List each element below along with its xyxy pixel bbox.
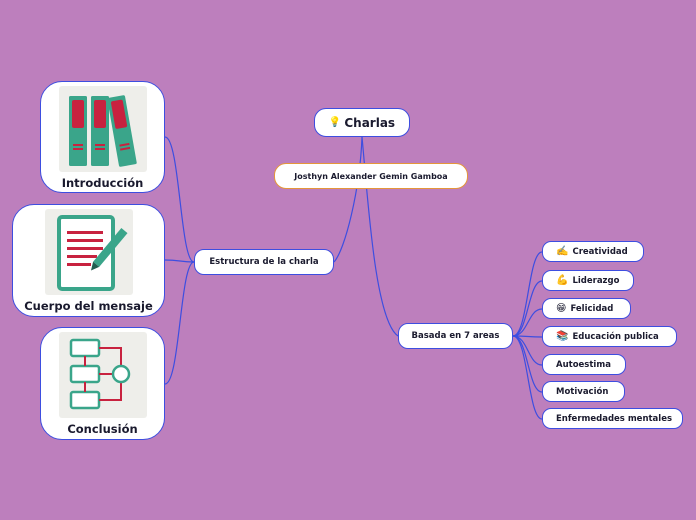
card-introduccion[interactable]: Introducción: [40, 81, 165, 193]
area-item-label: Educación publica: [572, 331, 659, 342]
area-item-label: Enfermedades mentales: [556, 413, 673, 424]
card-cuerpo-del-mensaje[interactable]: Cuerpo del mensaje: [12, 204, 165, 317]
grinning-face-icon: 😁: [556, 303, 567, 314]
lightbulb-icon: 💡: [328, 117, 342, 128]
area-item-label: Liderazgo: [572, 275, 620, 286]
author-node[interactable]: Josthyn Alexander Gemin Gamboa: [274, 163, 468, 189]
area-item-label: Creatividad: [572, 246, 628, 257]
connector-basada-item-7: [512, 335, 543, 420]
card-caption: Introducción: [61, 176, 144, 190]
connector-basada-item-2: [512, 280, 543, 337]
area-item-felicidad[interactable]: 😁 Felicidad: [542, 298, 631, 319]
central-topic-label: Charlas: [344, 115, 396, 130]
connector-estructura-card-1: [164, 136, 195, 263]
card-caption: Conclusión: [67, 422, 138, 436]
author-label: Josthyn Alexander Gemin Gamboa: [294, 171, 448, 181]
flowchart-icon: [58, 332, 147, 418]
estructura-branch-node[interactable]: Estructura de la charla: [194, 249, 334, 275]
basada-label: Basada en 7 areas: [411, 331, 500, 341]
area-item-motivacion[interactable]: Motivación: [542, 381, 625, 402]
area-item-autoestima[interactable]: Autoestima: [542, 354, 626, 375]
document-pen-icon: [44, 209, 133, 295]
connector-root-basada: [361, 136, 399, 337]
card-conclusion[interactable]: Conclusión: [40, 327, 165, 440]
estructura-label: Estructura de la charla: [209, 257, 319, 267]
connector-estructura-card-2: [164, 259, 195, 263]
writing-hand-icon: ✍️: [556, 246, 569, 257]
books-icon: 📚: [556, 331, 569, 342]
area-item-label: Felicidad: [570, 303, 614, 314]
area-item-educacion-publica[interactable]: 📚 Educación publica: [542, 326, 677, 347]
binders-icon: [58, 86, 147, 172]
connector-root-estructura: [333, 136, 363, 263]
connector-basada-item-3: [512, 308, 543, 337]
area-item-label: Motivación: [556, 386, 609, 397]
connector-estructura-card-3: [164, 261, 195, 385]
area-item-label: Autoestima: [556, 359, 611, 370]
basada-branch-node[interactable]: Basada en 7 areas: [398, 323, 513, 349]
area-item-liderazgo[interactable]: 💪 Liderazgo: [542, 270, 634, 291]
area-item-enfermedades-mentales[interactable]: Enfermedades mentales: [542, 408, 683, 429]
card-caption: Cuerpo del mensaje: [24, 299, 153, 313]
area-item-creatividad[interactable]: ✍️ Creatividad: [542, 241, 644, 262]
connector-basada-item-1: [512, 251, 543, 337]
central-topic-node[interactable]: 💡 Charlas: [314, 108, 410, 137]
flexed-bicep-icon: 💪: [556, 275, 569, 286]
